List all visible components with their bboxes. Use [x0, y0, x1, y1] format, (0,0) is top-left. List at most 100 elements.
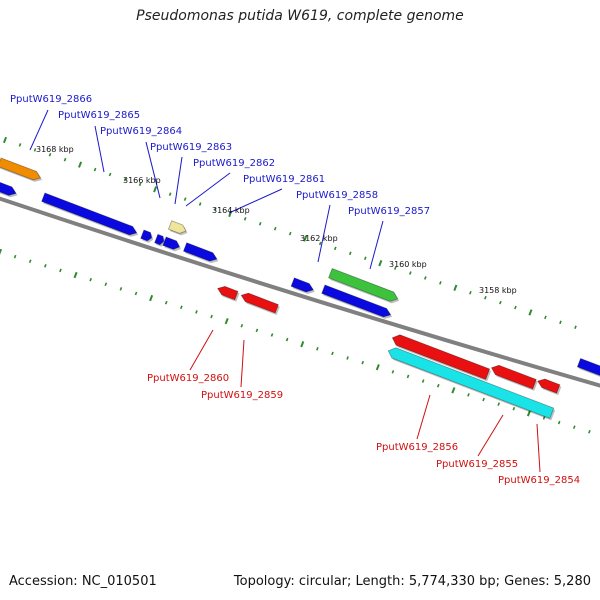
- tick-mark: [224, 317, 229, 325]
- gene-feature: [167, 220, 187, 234]
- scale-label: 3164 kbp: [212, 206, 250, 215]
- tick-mark: [409, 271, 412, 275]
- gene-feature: [217, 285, 239, 301]
- tick-mark: [574, 325, 577, 330]
- scale-label: 3168 kbp: [36, 145, 74, 154]
- forward-gene-label: PputW619_2861: [243, 174, 325, 185]
- gene-feature: [387, 347, 555, 419]
- tick-mark: [528, 309, 533, 316]
- reverse-gene-label: PputW619_2856: [376, 442, 458, 453]
- tick-mark: [542, 416, 546, 420]
- tick-mark: [195, 310, 198, 314]
- callout-line: [185, 172, 231, 207]
- tick-mark: [484, 295, 487, 300]
- tick-mark: [526, 410, 531, 417]
- tick-mark: [243, 217, 247, 221]
- forward-gene-label: PputW619_2858: [296, 190, 378, 201]
- tick-mark: [149, 294, 154, 302]
- tick-mark: [393, 266, 397, 270]
- callout-line: [416, 394, 431, 440]
- gene-feature: [0, 157, 42, 181]
- tick-mark: [59, 268, 62, 273]
- backbone-line: [0, 196, 600, 388]
- gene-features: [0, 157, 600, 421]
- tick-mark: [363, 256, 367, 261]
- tick-mark: [300, 341, 305, 348]
- tick-mark: [421, 379, 425, 383]
- tick-mark: [453, 284, 458, 291]
- tick-mark: [0, 248, 3, 255]
- tick-mark: [424, 276, 427, 280]
- tick-mark: [2, 136, 8, 144]
- gene-callouts: [29, 109, 541, 473]
- callout-line: [189, 329, 214, 371]
- tick-mark: [588, 429, 591, 434]
- gene-feature: [290, 277, 314, 293]
- gene-feature: [490, 364, 537, 390]
- gene-feature: [41, 192, 138, 236]
- tick-mark: [258, 221, 262, 226]
- tick-mark: [514, 305, 517, 310]
- callout-line: [29, 109, 49, 151]
- tick-mark: [361, 360, 365, 365]
- gene-feature: [182, 242, 218, 262]
- callout-line: [240, 339, 245, 388]
- gene-feature: [162, 236, 181, 250]
- tick-mark: [406, 374, 410, 379]
- reverse-gene-label: PputW619_2859: [201, 390, 283, 401]
- tick-mark: [168, 192, 172, 196]
- gene-feature: [321, 284, 392, 318]
- tick-mark: [303, 235, 308, 242]
- forward-gene-label: PputW619_2862: [193, 158, 275, 169]
- tick-mark: [270, 333, 274, 337]
- tick-mark: [183, 197, 187, 201]
- tick-mark: [44, 264, 47, 268]
- tick-mark: [273, 226, 277, 231]
- tick-mark: [18, 143, 22, 147]
- tick-mark: [467, 393, 470, 397]
- tick-mark: [89, 277, 92, 282]
- forward-gene-label: PputW619_2864: [100, 126, 182, 137]
- tick-mark: [499, 300, 502, 305]
- topology-text: Topology: circular; Length: 5,774,330 bp…: [233, 574, 591, 589]
- tick-mark: [198, 202, 202, 206]
- forward-gene-label: PputW619_2857: [348, 206, 430, 217]
- tick-mark: [119, 287, 123, 291]
- scale-label: 3162 kbp: [300, 234, 338, 243]
- genome-backbone: [0, 196, 600, 388]
- tick-mark: [48, 153, 52, 157]
- callout-line: [536, 423, 541, 473]
- tick-mark: [559, 320, 562, 325]
- tick-mark: [391, 370, 395, 374]
- tick-mark: [240, 323, 244, 328]
- tick-mark: [138, 182, 142, 187]
- tick-mark: [123, 177, 127, 182]
- forward-gene-label: PputW619_2863: [150, 142, 232, 153]
- tick-mark: [63, 157, 67, 162]
- forward-gene-label: PputW619_2865: [58, 110, 140, 121]
- tick-mark: [93, 167, 97, 172]
- callout-line: [145, 141, 161, 199]
- tick-mark: [436, 383, 440, 388]
- callout-line: [94, 125, 105, 173]
- tick-mark: [210, 314, 213, 319]
- tick-mark: [316, 347, 319, 351]
- tick-mark: [557, 420, 561, 425]
- tick-mark: [13, 254, 17, 259]
- gene-feature: [537, 378, 561, 394]
- tick-mark: [331, 351, 334, 356]
- scale-label: 3160 kbp: [389, 260, 427, 269]
- tick-mark: [348, 251, 352, 256]
- callout-line: [369, 220, 384, 270]
- gene-feature: [576, 357, 600, 376]
- accession-text: Accession: NC_010501: [9, 574, 157, 589]
- gene-feature: [240, 292, 279, 314]
- tick-mark: [33, 148, 37, 152]
- tick-mark: [108, 172, 112, 177]
- tick-mark: [572, 425, 576, 429]
- tick-mark: [378, 260, 383, 267]
- callout-line: [317, 204, 331, 263]
- tick-mark: [164, 300, 168, 305]
